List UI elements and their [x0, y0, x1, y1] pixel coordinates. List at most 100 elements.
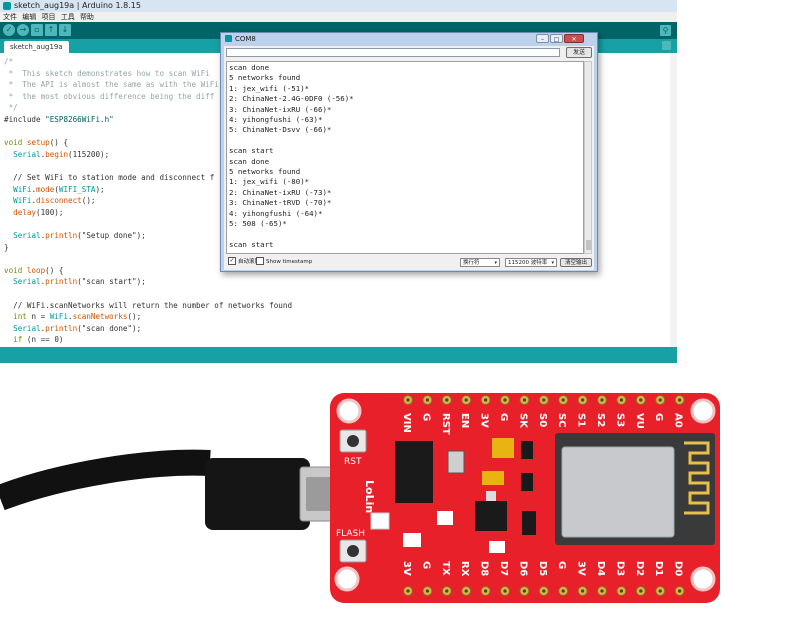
serial-output-line: 3: ChinaNet-tRVD (-70)*: [229, 198, 332, 208]
smd-resistor-2: [437, 511, 453, 525]
baud-rate-select[interactable]: 115200 波特率▾: [505, 258, 557, 267]
led: [370, 512, 390, 530]
code-token: Serial: [13, 323, 41, 333]
editor-scrollbar[interactable]: [670, 53, 677, 347]
serial-output-line: 2: ChinaNet-2.4G-0DF0 (-56)*: [229, 94, 354, 104]
top-pin-hole: [445, 398, 449, 402]
code-token: () {: [45, 265, 64, 275]
clear-output-button[interactable]: 清空输出: [560, 258, 592, 267]
scroll-thumb[interactable]: [586, 240, 591, 250]
code-token: () {: [49, 138, 69, 148]
code-token: [4, 277, 13, 286]
smd-resistor-1: [403, 533, 421, 547]
loln-label: LoLin: [363, 480, 376, 513]
bottom-pin-hole: [425, 589, 429, 593]
bottom-pin-label: D1: [653, 561, 664, 576]
usb-plug-body: [205, 458, 310, 530]
autoscroll-label: 自动滚屏: [238, 259, 261, 265]
bottom-pin-label: TX: [440, 561, 451, 576]
code-line: * the most obvious difference being the …: [4, 91, 215, 102]
top-pin-hole: [406, 398, 410, 402]
code-token: * The API is almost the same as with the…: [4, 80, 219, 90]
serial-monitor-button[interactable]: ⚲: [660, 25, 671, 36]
flash-label: FLASH: [336, 529, 365, 539]
code-line: delay(100);: [4, 207, 63, 218]
regulator-tab: [486, 491, 496, 501]
code-token: WiFi: [49, 312, 69, 322]
minimize-button[interactable]: –: [536, 34, 549, 43]
menu-help[interactable]: 帮助: [79, 13, 94, 21]
tab-sketch[interactable]: sketch_aug19a: [4, 41, 69, 53]
code-token: WIFI_STA: [58, 184, 96, 194]
code-token: // Set WiFi to station mode and disconne…: [4, 173, 215, 182]
esp-module-shield: [561, 446, 675, 538]
serial-footer: ✓自动滚屏 Show timestamp 换行符▾ 115200 波特率▾ 清空…: [226, 256, 592, 268]
code-line: }: [4, 242, 9, 253]
bottom-pin-hole: [503, 589, 507, 593]
maximize-button[interactable]: □: [550, 34, 563, 43]
menu-sketch[interactable]: 项目: [41, 13, 56, 21]
antenna-trace: [684, 441, 710, 515]
upload-button[interactable]: →: [17, 24, 29, 36]
save-button[interactable]: ↓: [59, 24, 71, 36]
code-token: mode: [36, 184, 55, 194]
top-pin-hole: [542, 398, 546, 402]
top-pin-label: S0: [537, 413, 548, 427]
code-token: ("scan done");: [77, 323, 142, 333]
serial-output-line: 2: ChinaNet-ixRU (-73)*: [229, 187, 332, 197]
code-token: (115200);: [68, 149, 110, 159]
top-pin-hole: [639, 398, 643, 402]
mount-hole-bl: [334, 566, 360, 592]
top-pin-hole: [425, 398, 429, 402]
mount-hole-tr: [690, 398, 716, 424]
timestamp-checkbox[interactable]: Show timestamp: [256, 256, 312, 268]
bottom-pin-hole: [445, 589, 449, 593]
code-line: /*: [4, 56, 13, 67]
ide-menu-bar: 文件 编辑 项目 工具 帮助: [0, 12, 677, 22]
menu-file[interactable]: 文件: [3, 13, 17, 21]
serial-output-line: 3: ChinaNet-ixRU (-66)*: [229, 104, 332, 114]
code-line: // Set WiFi to station mode and disconne…: [4, 172, 214, 183]
top-pin-label: RST: [440, 413, 451, 435]
autoscroll-checkbox[interactable]: ✓自动滚屏: [228, 256, 261, 268]
send-button[interactable]: 发送: [566, 47, 592, 58]
code-line: WiFi.disconnect();: [4, 195, 95, 206]
verify-button[interactable]: ✓: [3, 24, 15, 36]
bottom-pin-hole: [581, 589, 585, 593]
code-token: ();: [127, 312, 142, 322]
top-pin-hole: [600, 398, 604, 402]
menu-edit[interactable]: 编辑: [22, 13, 37, 21]
serial-output-line: 5 networks found: [229, 73, 301, 83]
bottom-pin-hole: [639, 589, 643, 593]
open-button[interactable]: ↑: [45, 24, 57, 36]
line-ending-select[interactable]: 换行符▾: [460, 258, 500, 267]
code-line: Serial.println("scan start");: [4, 276, 146, 287]
code-token: [4, 208, 13, 217]
code-token: int: [13, 312, 27, 322]
code-line: */: [4, 102, 18, 113]
menu-tools[interactable]: 工具: [60, 13, 75, 21]
top-pin-label: G: [653, 413, 664, 421]
code-line: int n = WiFi.scanNetworks();: [4, 311, 141, 322]
serial-title-bar: COM8: [221, 33, 597, 45]
top-pin-hole: [581, 398, 585, 402]
close-button[interactable]: ✕: [564, 34, 584, 43]
code-token: void: [4, 265, 23, 275]
serial-scrollbar[interactable]: [584, 61, 592, 254]
code-line: Serial.println("scan done");: [4, 323, 141, 334]
serial-send-input[interactable]: [226, 48, 560, 57]
bottom-pin-label: 3V: [401, 561, 412, 576]
top-pin-label: G: [420, 413, 431, 421]
bottom-pin-label: D3: [614, 561, 625, 576]
code-token: "ESP8266WiFi.h": [45, 115, 114, 124]
new-button[interactable]: ▫: [31, 24, 43, 36]
bottom-pin-label: D5: [537, 561, 548, 576]
baud-rate-value: 115200 波特率: [508, 260, 548, 266]
code-token: .: [40, 323, 46, 333]
serial-output-line: 4: yihongfushi (-63)*: [229, 115, 323, 124]
serial-output-line: scan start: [229, 239, 274, 249]
code-line: // WiFi.scanNetworks will return the num…: [4, 300, 292, 311]
tab-menu-icon[interactable]: [662, 41, 671, 50]
code-token: (100);: [36, 207, 64, 217]
